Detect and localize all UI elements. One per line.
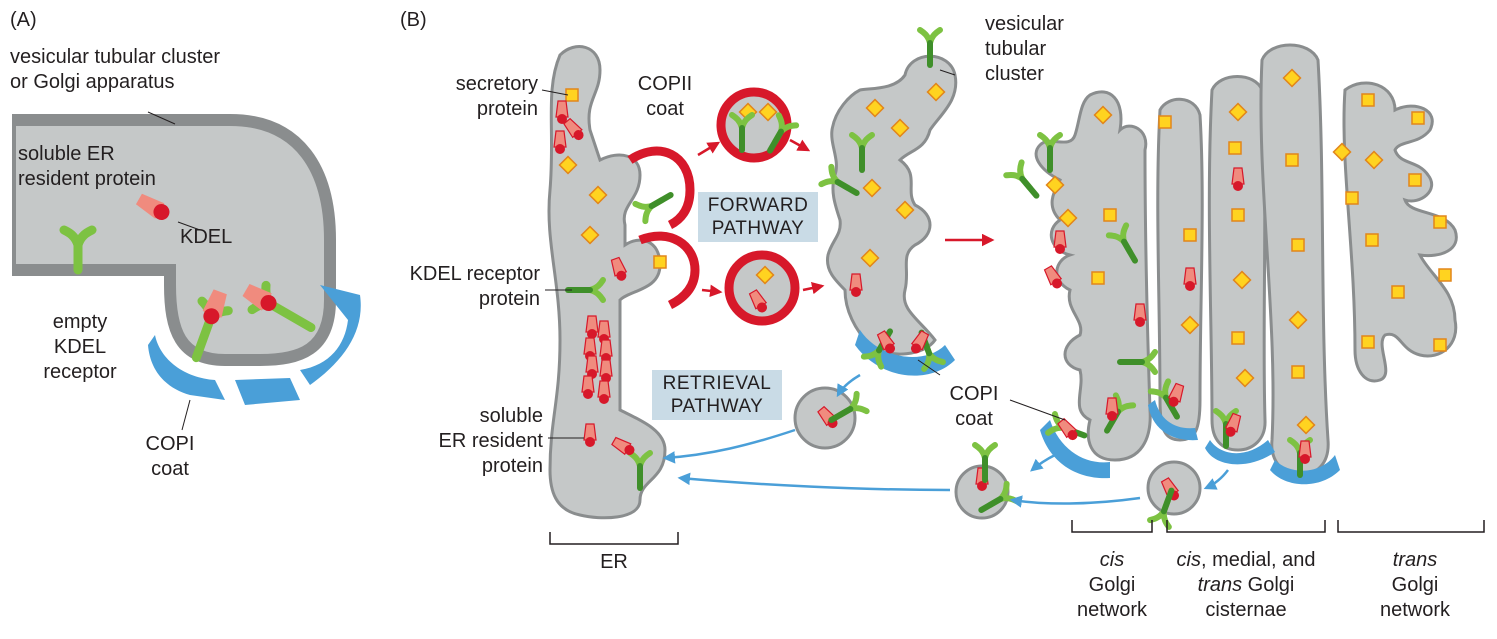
- panel-a-soluble-label-2: resident protein: [18, 168, 156, 190]
- panel-a-empty-receptor-3: receptor: [43, 361, 117, 383]
- forward-pathway-box: FORWARD PATHWAY: [698, 192, 818, 242]
- kdel-receptor-label-1: KDEL receptor: [409, 263, 540, 285]
- vtc-label-1: vesicular: [985, 13, 1064, 35]
- copi-vesicle-3: [1146, 460, 1202, 527]
- retrieval-arrows: [662, 373, 1229, 508]
- bound-receptor-a1: [191, 289, 233, 363]
- panel-a-empty-receptor-1: empty: [52, 311, 108, 333]
- copii-label-1: COPII: [637, 73, 693, 95]
- panel-a-empty-receptor-2: KDEL: [53, 336, 107, 358]
- vtc-compartment: [821, 30, 958, 376]
- trans-golgi-network: [1332, 81, 1485, 533]
- copii-label-2: coat: [646, 98, 684, 120]
- copi-vesicle-2: [954, 445, 1017, 519]
- trans-network-label-2: Golgi: [1391, 574, 1439, 596]
- panel-a-membrane-label-2: or Golgi apparatus: [10, 71, 175, 93]
- cisterna-2: [1207, 75, 1267, 452]
- cis-golgi-network: [1006, 90, 1155, 533]
- cisterna-copi-coat-3: [1270, 455, 1340, 485]
- cisternae-italic-1: cis: [1176, 549, 1201, 571]
- soluble-er-protein-a: [135, 193, 170, 220]
- copi-vesicle-1: [793, 386, 867, 450]
- trans-network-bracket: [1337, 520, 1485, 533]
- panel-a-membrane-label-1: vesicular tubular cluster: [10, 46, 221, 68]
- trans-network-label-3: network: [1379, 599, 1451, 621]
- er-bracket: [549, 532, 679, 545]
- cisterna-copi-coat-2: [1205, 440, 1275, 465]
- bound-receptor-a2: [242, 280, 316, 332]
- cisternae-label-1: cis, medial, and: [1156, 548, 1336, 572]
- golgi-cisternae: [1148, 43, 1340, 533]
- forward-pathway-line-1: FORWARD: [707, 195, 809, 216]
- retrieval-pathway-line-2: PATHWAY: [670, 396, 764, 417]
- cisternae-italic-2: trans: [1197, 574, 1243, 596]
- trans-network-italic: trans: [1392, 549, 1438, 571]
- soluble-er-label-2: ER resident: [438, 430, 544, 452]
- secretory-label-2: protein: [476, 98, 538, 120]
- panel-a-kdel-label: KDEL: [180, 226, 233, 248]
- kdel-receptor-label-2: protein: [478, 288, 540, 310]
- er-label: ER: [600, 551, 628, 573]
- panel-a-copi-2: coat: [151, 458, 189, 480]
- cisternae-rest-1: , medial, and: [1200, 549, 1316, 571]
- cis-network-label-3: network: [1076, 599, 1148, 621]
- cisternae-label-3: cisternae: [1205, 599, 1287, 621]
- er-membrane: [547, 45, 667, 520]
- copii-coat-upper: [627, 146, 695, 230]
- secretory-label-1: secretory: [455, 73, 538, 95]
- cis-network-copi-coat: [1040, 420, 1110, 479]
- copii-vesicle-upper: [716, 87, 796, 163]
- leader-lines: [541, 69, 1066, 439]
- retrieval-pathway-line-1: RETRIEVAL: [662, 373, 772, 394]
- retrieval-pathway-box: RETRIEVAL PATHWAY: [652, 370, 782, 420]
- cis-network-bracket: [1071, 520, 1153, 533]
- vtc-label-3: cluster: [985, 63, 1044, 85]
- empty-kdel-receptor: [59, 225, 97, 275]
- panel-a-copi-1: COPI: [145, 433, 195, 455]
- cisternae-bracket: [1166, 520, 1326, 533]
- cis-network-italic: cis: [1099, 549, 1125, 571]
- trans-network-membrane: [1342, 81, 1458, 383]
- cisternae-label-2: trans Golgi: [1156, 573, 1336, 597]
- er-secretory-5: [653, 255, 667, 269]
- soluble-er-label-1: soluble: [479, 405, 543, 427]
- panel-b-label: (B): [400, 9, 427, 31]
- cis-network-label-1: cis: [1062, 548, 1162, 572]
- panel-a-artwork: [0, 110, 361, 431]
- cisterna-copi-coat-1: [1148, 400, 1198, 441]
- er-compartment: [547, 45, 700, 545]
- cisternae-rest-2: Golgi: [1242, 574, 1295, 596]
- copii-coat-lower: [638, 231, 700, 310]
- copi-b-label-2: coat: [955, 408, 993, 430]
- forward-arrows: [697, 138, 995, 298]
- panel-a-soluble-label-1: soluble ER: [18, 143, 115, 165]
- copii-vesicle-lower: [724, 250, 800, 326]
- panel-a-label: (A): [10, 9, 37, 31]
- er-receptor-1: [635, 186, 675, 221]
- vtc-label-2: tubular: [985, 38, 1047, 60]
- cis-network-label-2: Golgi: [1088, 574, 1136, 596]
- trans-network-label-1: trans: [1360, 548, 1470, 572]
- cisterna-3: [1259, 43, 1330, 477]
- forward-pathway-line-2: PATHWAY: [711, 218, 805, 239]
- panel-a-copi-coat: [148, 285, 361, 405]
- copi-b-label-1: COPI: [949, 383, 999, 405]
- soluble-er-label-3: protein: [481, 455, 543, 477]
